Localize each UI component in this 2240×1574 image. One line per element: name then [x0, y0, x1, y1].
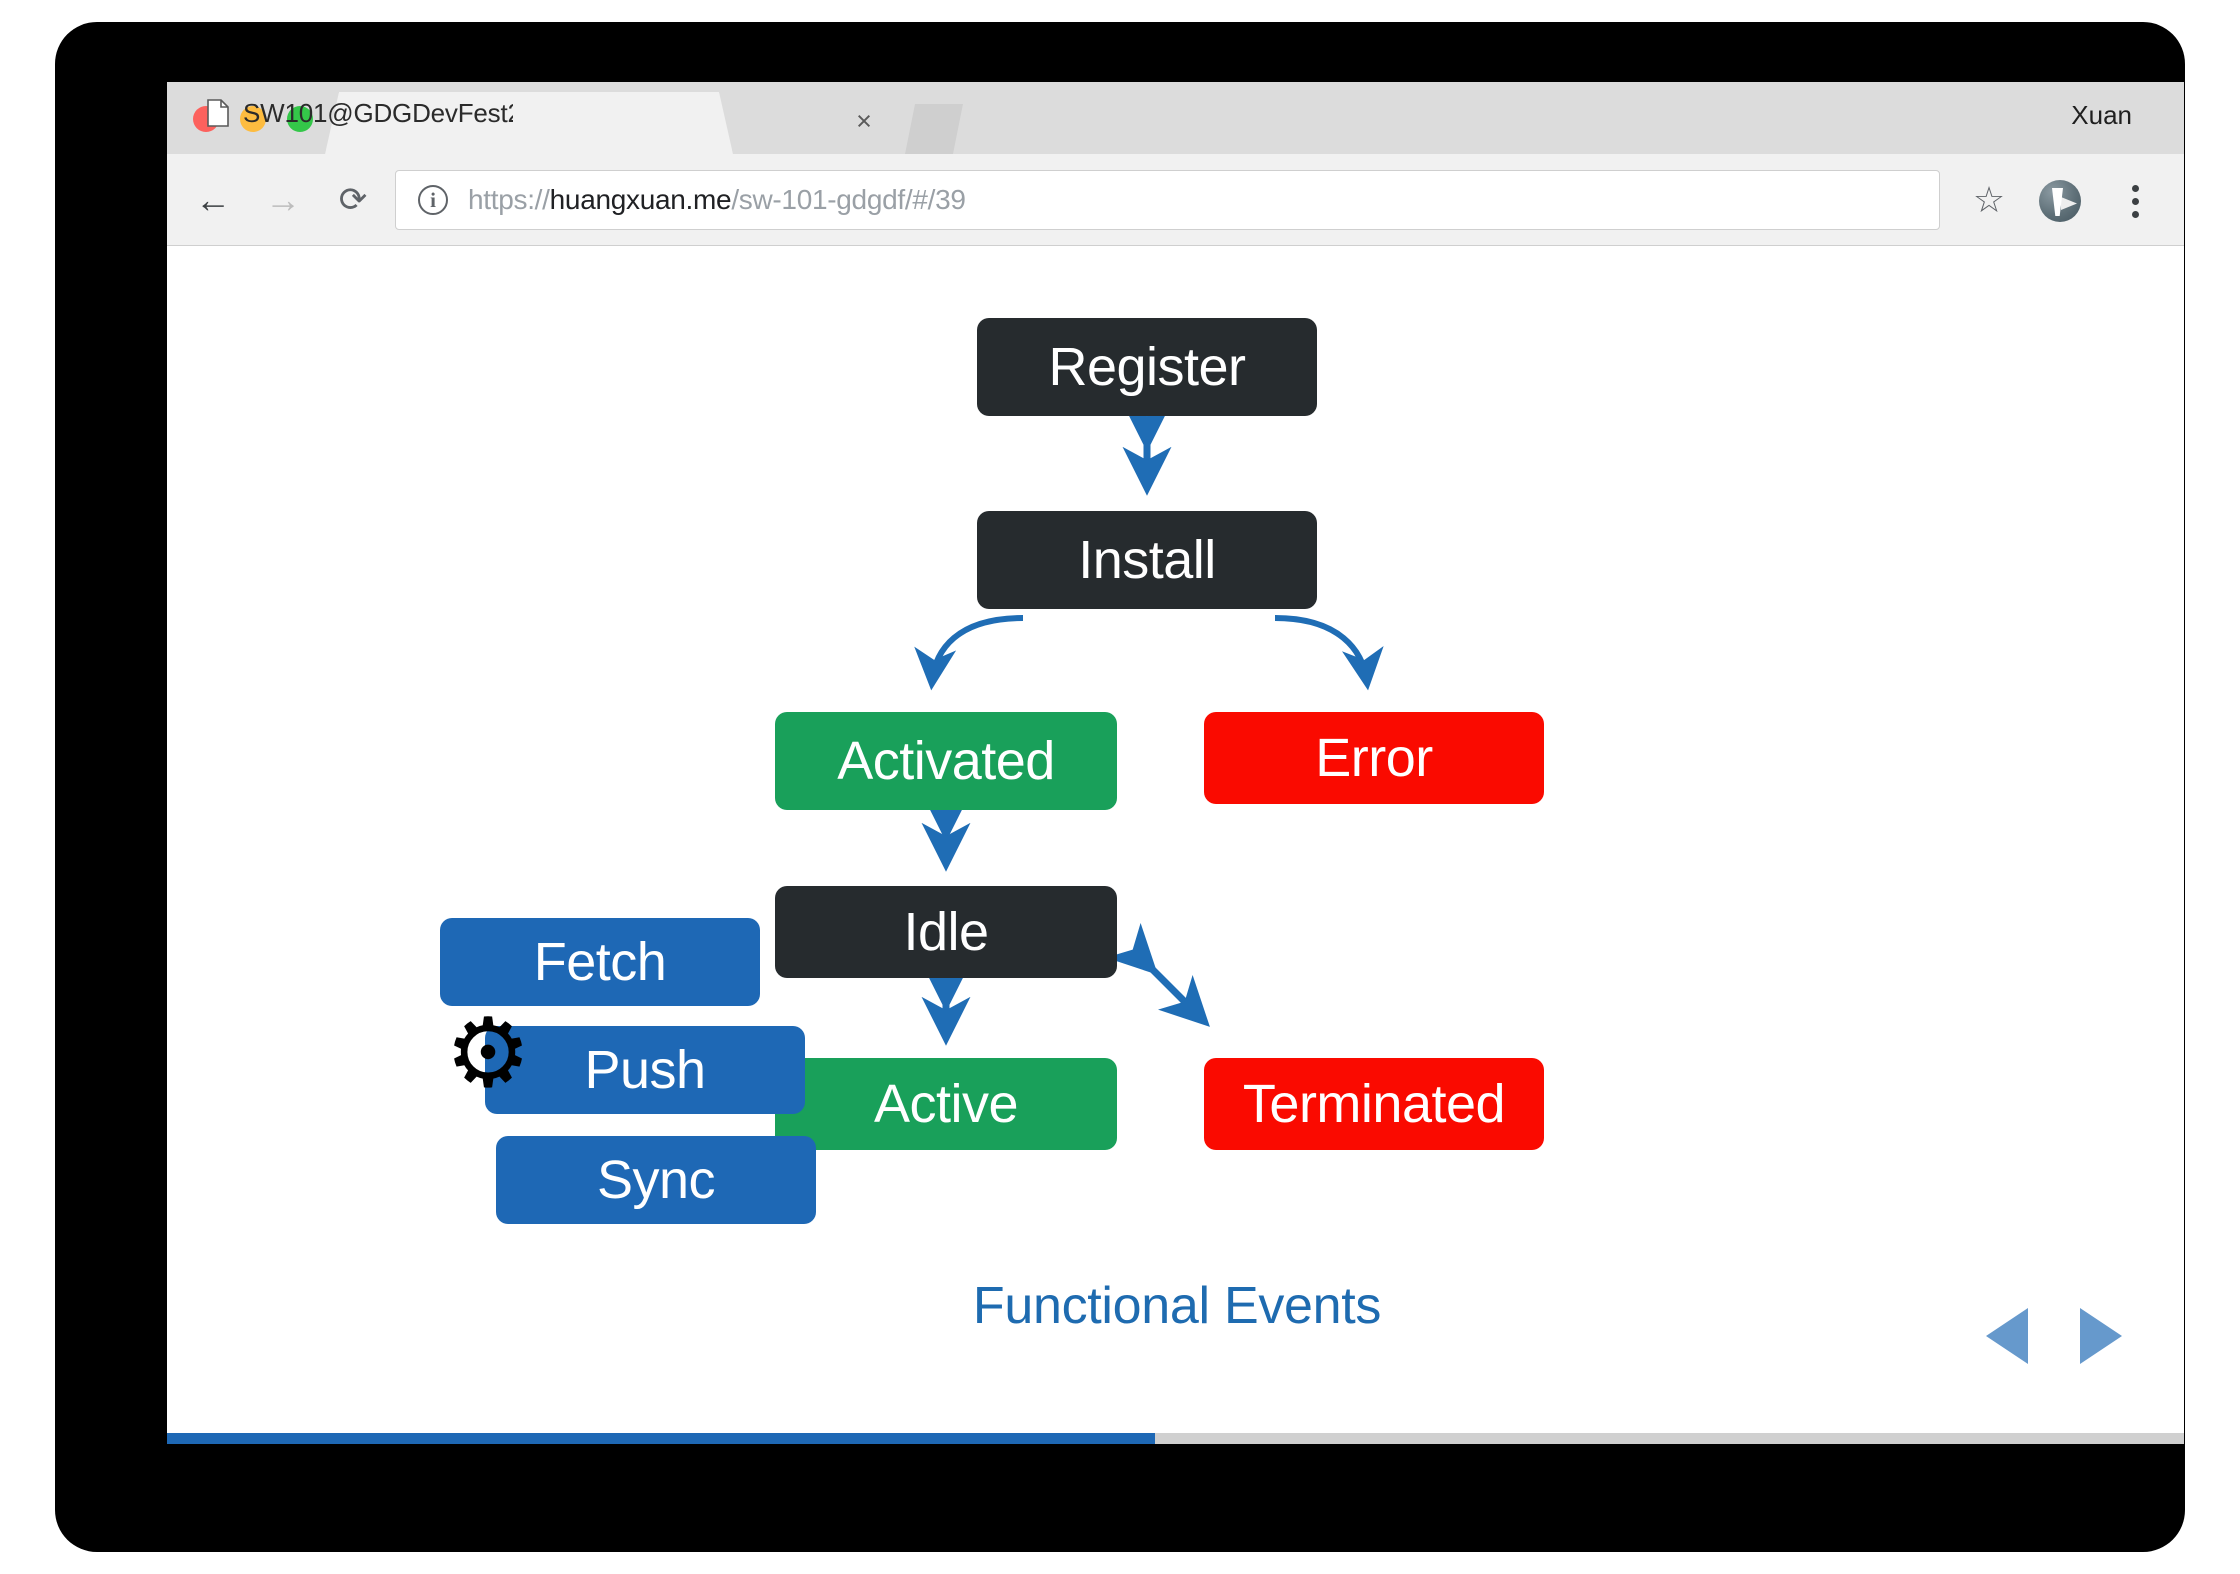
back-arrow-icon[interactable]: ← [195, 179, 231, 220]
url-host: huangxuan.me [549, 184, 732, 215]
edge-install-error [1274, 615, 1384, 691]
browser-tab[interactable] [325, 92, 733, 154]
browser-tab-title-wrap: SW101@GDGDevFest2016 - ( [243, 95, 513, 131]
slide-caption: Functional Events [972, 1277, 1382, 1335]
browser-toolbar: ← → ⟳ i https://huangxuan.me/sw-101-gdgd… [167, 154, 2184, 246]
browser-tab-title: SW101@GDGDevFest2016 [243, 97, 513, 128]
state-node-register[interactable]: Register [977, 318, 1317, 416]
event-node-sync[interactable]: Sync [496, 1136, 816, 1224]
previous-slide-icon[interactable] [1986, 1308, 2028, 1364]
bookmark-star-icon[interactable]: ☆ [1972, 179, 2006, 220]
minimize-window-button[interactable] [240, 106, 266, 132]
new-tab-button[interactable] [905, 104, 963, 154]
chrome-menu-icon[interactable] [2115, 180, 2155, 222]
address-bar-url: https://huangxuan.me/sw-101-gdgdf/#/39 [468, 184, 966, 216]
edge-idle-terminated [1105, 922, 1210, 1027]
browser-window: SW101@GDGDevFest2016 - ( × Xuan ← → ⟳ i … [167, 82, 2184, 1444]
url-path: /sw-101-gdgdf/#/39 [731, 184, 966, 215]
address-bar[interactable]: i https://huangxuan.me/sw-101-gdgdf/#/39 [395, 170, 1940, 230]
zoom-window-button[interactable] [287, 106, 313, 132]
profile-name-label: Xuan [2071, 100, 2132, 130]
extension-avatar-icon[interactable] [2039, 180, 2081, 222]
info-circle-icon[interactable]: i [418, 185, 448, 215]
tab-strip: SW101@GDGDevFest2016 - ( × Xuan [167, 82, 2184, 154]
forward-arrow-icon[interactable]: → [265, 179, 301, 220]
next-slide-icon[interactable] [2080, 1308, 2122, 1364]
edge-install-activated [914, 615, 1024, 691]
state-node-error[interactable]: Error [1204, 712, 1544, 804]
slide-navigation [1986, 1308, 2122, 1364]
slide-progress-fill [167, 1433, 1156, 1444]
state-diagram-arrows [914, 402, 1384, 1046]
browser-window-frame: SW101@GDGDevFest2016 - ( × Xuan ← → ⟳ i … [55, 22, 2185, 1552]
state-node-install[interactable]: Install [977, 511, 1317, 609]
event-node-fetch[interactable]: Fetch [440, 918, 760, 1006]
slide-progress-track[interactable] [167, 1433, 2184, 1444]
document-icon [207, 99, 229, 127]
state-node-idle[interactable]: Idle [775, 886, 1117, 978]
url-scheme: https:// [468, 184, 550, 215]
gear-icon: ⚙ [444, 1000, 532, 1107]
reload-icon[interactable]: ⟳ [338, 181, 368, 219]
state-node-terminated[interactable]: Terminated [1204, 1058, 1544, 1150]
event-node-push[interactable]: Push [485, 1026, 805, 1114]
close-icon[interactable]: × [856, 106, 872, 136]
state-node-active[interactable]: Active [775, 1058, 1117, 1150]
slide-canvas: Register Install Activated Error Idle Ac… [167, 246, 2184, 1444]
state-node-activated[interactable]: Activated [775, 712, 1117, 810]
